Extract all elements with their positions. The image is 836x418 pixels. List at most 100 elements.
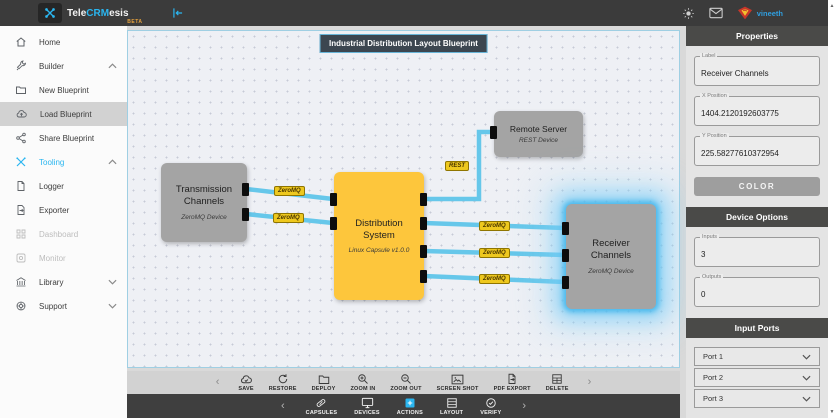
devices-button[interactable]: DEVICES	[354, 397, 380, 416]
devices-monitor-icon	[361, 397, 374, 409]
sidebar-item-tooling[interactable]: Tooling	[0, 150, 127, 174]
document-export-icon	[15, 204, 27, 216]
collapse-sidebar-icon[interactable]	[171, 6, 185, 20]
wire-label-zeromq: ZeroMQ	[273, 213, 304, 223]
y-position-input[interactable]	[701, 149, 813, 158]
sidebar-item-library[interactable]: Library	[0, 270, 127, 294]
inputs-input[interactable]	[701, 250, 813, 259]
port-3-row[interactable]: Port 3	[694, 389, 820, 408]
label-input[interactable]	[701, 69, 813, 78]
chevron-down-icon	[108, 303, 117, 309]
top-bar: TeleCRMesis BETA vineeth	[0, 0, 828, 26]
zoom-in-button[interactable]: ZOOM IN	[350, 373, 375, 392]
y-position-field: Y Position	[694, 133, 820, 166]
actions-button[interactable]: ACTIONS	[397, 397, 423, 416]
port-transmission-out-2[interactable]	[242, 208, 249, 221]
sidebar-item-support[interactable]: Support	[0, 294, 127, 318]
label-field: Label	[694, 53, 820, 86]
toolbar-next-icon[interactable]: ›	[522, 399, 526, 412]
port-distribution-out-3[interactable]	[420, 245, 427, 258]
x-position-field: X Position	[694, 93, 820, 126]
cloud-save-icon	[240, 374, 253, 385]
brand-prefix: Tele	[67, 7, 87, 19]
toolbar-prev-icon[interactable]: ‹	[281, 399, 285, 412]
toolbar-next-icon[interactable]: ›	[587, 376, 592, 388]
scroll-up-icon[interactable]: ▲	[829, 3, 835, 9]
toolbar-prev-icon[interactable]: ‹	[215, 376, 220, 388]
verify-check-icon	[485, 397, 497, 409]
port-2-row[interactable]: Port 2	[694, 368, 820, 387]
pdf-export-button[interactable]: PDF EXPORT	[494, 373, 531, 392]
user-avatar-shield-icon[interactable]	[737, 6, 753, 20]
deploy-button[interactable]: DEPLOY	[312, 374, 336, 392]
port-distribution-in-1[interactable]	[330, 193, 337, 206]
port-distribution-out-1[interactable]	[420, 193, 427, 206]
mail-icon[interactable]	[709, 7, 723, 19]
brand-suffix: esis	[109, 7, 129, 19]
outputs-caption: Outputs	[700, 274, 724, 280]
sidebar-item-builder[interactable]: Builder	[0, 54, 127, 78]
sidebar-item-logger[interactable]: Logger	[0, 174, 127, 198]
delete-table-icon	[551, 373, 563, 385]
zoom-in-icon	[357, 373, 369, 385]
delete-button[interactable]: DELETE	[546, 373, 569, 392]
chevron-up-icon	[108, 159, 117, 165]
scroll-down-icon[interactable]: ▼	[829, 409, 835, 415]
theme-brightness-icon[interactable]	[682, 7, 695, 20]
library-building-icon	[15, 276, 27, 288]
restore-button[interactable]: RESTORE	[269, 373, 297, 392]
actions-plus-icon	[404, 397, 416, 409]
node-remote-server[interactable]: Remote Server REST Device	[494, 111, 583, 157]
blueprint-canvas[interactable]: Industrial Distribution Layout Blueprint…	[127, 30, 680, 368]
layout-button[interactable]: LAYOUT	[440, 397, 463, 416]
node-transmission-channels[interactable]: Transmission Channels ZeroMQ Device	[161, 163, 247, 242]
outputs-input[interactable]	[701, 290, 813, 299]
sidebar-item-share-blueprint[interactable]: Share Blueprint	[0, 126, 127, 150]
canvas-toolbar-primary: ‹ SAVE RESTORE DEPLOY ZOOM IN ZOOM OUT S…	[127, 371, 680, 394]
port-receiver-in-2[interactable]	[562, 249, 569, 262]
port-distribution-out-4[interactable]	[420, 270, 427, 283]
page-scrollbar[interactable]: ▲ ▼	[828, 0, 836, 418]
sidebar-item-load-blueprint[interactable]: Load Blueprint	[0, 102, 127, 126]
wrench-icon	[15, 60, 27, 72]
port-remote-in-1[interactable]	[490, 126, 497, 139]
capsules-button[interactable]: CAPSULES	[306, 397, 338, 416]
node-receiver-channels[interactable]: Receiver Channels ZeroMQ Device	[566, 204, 656, 309]
sidebar-item-new-blueprint[interactable]: New Blueprint	[0, 78, 127, 102]
username[interactable]: vineeth	[756, 8, 783, 18]
cloud-upload-icon	[15, 108, 28, 120]
port-receiver-in-1[interactable]	[562, 222, 569, 235]
sidebar-item-monitor: Monitor	[0, 246, 127, 270]
canvas-toolbar-secondary: ‹ CAPSULES DEVICES ACTIONS LAYOUT VERIFY…	[127, 394, 680, 418]
sidebar-item-home[interactable]: Home	[0, 30, 127, 54]
layout-rows-icon	[446, 397, 458, 409]
screenshot-button[interactable]: SCREEN SHOT	[437, 374, 479, 392]
port-1-row[interactable]: Port 1	[694, 347, 820, 366]
chevron-up-icon	[108, 63, 117, 69]
port-distribution-out-2[interactable]	[420, 217, 427, 230]
chevron-down-icon	[802, 354, 811, 360]
blueprint-title: Industrial Distribution Layout Blueprint	[319, 34, 488, 53]
tools-icon	[15, 156, 27, 168]
color-button[interactable]: COLOR	[694, 177, 820, 196]
restore-refresh-icon	[277, 373, 289, 385]
zoom-out-button[interactable]: ZOOM OUT	[390, 373, 421, 392]
port-transmission-out-1[interactable]	[242, 183, 249, 196]
x-position-input[interactable]	[701, 109, 813, 118]
lifebuoy-icon	[15, 300, 27, 312]
verify-button[interactable]: VERIFY	[480, 397, 501, 416]
label-field-caption: Label	[700, 53, 718, 59]
port-distribution-in-2[interactable]	[330, 217, 337, 230]
port-receiver-in-3[interactable]	[562, 276, 569, 289]
properties-header: Properties	[686, 26, 828, 46]
node-distribution-system[interactable]: Distribution System Linux Capsule v1.0.0	[334, 172, 424, 300]
x-position-caption: X Position	[700, 93, 729, 99]
home-icon	[15, 36, 27, 48]
beta-badge: BETA	[127, 18, 143, 25]
input-ports-list: Port 1 Port 2 Port 3	[694, 347, 820, 408]
inputs-field: Inputs	[694, 234, 820, 267]
sidebar-item-exporter[interactable]: Exporter	[0, 198, 127, 222]
chevron-down-icon	[802, 375, 811, 381]
folder-icon	[15, 84, 27, 96]
save-button[interactable]: SAVE	[238, 374, 254, 392]
